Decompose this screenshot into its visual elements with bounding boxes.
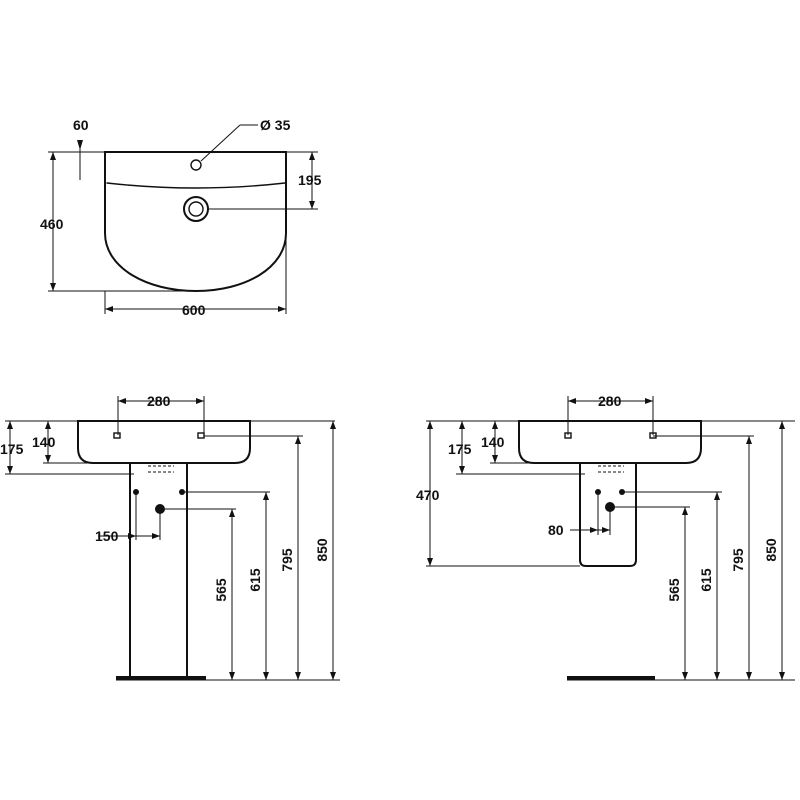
- dim-140: 140: [481, 434, 505, 450]
- dim-850: 850: [763, 538, 779, 562]
- dim-280: 280: [598, 393, 622, 409]
- dim-795: 795: [279, 548, 295, 572]
- leader-35: [200, 124, 241, 162]
- dim-565: 565: [213, 578, 229, 602]
- overflow-inner: [188, 201, 204, 217]
- basin-front: [518, 420, 702, 464]
- dim-615: 615: [247, 568, 263, 592]
- basin-rim: [106, 182, 286, 189]
- overflow-outer: [183, 196, 209, 222]
- dim-600: 600: [182, 302, 206, 318]
- basin-front: [77, 420, 251, 464]
- tap-hole: [190, 159, 202, 171]
- dim-460: 460: [40, 216, 64, 232]
- basin-outline: [104, 151, 287, 293]
- dim-175: 175: [448, 441, 472, 457]
- front-view-pedestal: 280 175 140 150 565 615: [0, 393, 340, 681]
- dim-850: 850: [314, 538, 330, 562]
- dim-150: 150: [95, 528, 119, 544]
- dim-140: 140: [32, 434, 56, 450]
- semi-pedestal: [579, 463, 637, 567]
- dim-795: 795: [730, 548, 746, 572]
- dim-280: 280: [147, 393, 171, 409]
- dim-615: 615: [698, 568, 714, 592]
- dim-60: 60: [73, 117, 89, 133]
- pedestal-base: [116, 676, 206, 680]
- tap-left: [113, 432, 121, 439]
- floor-mark: [567, 676, 655, 680]
- dim-80: 80: [548, 522, 564, 538]
- dim-175: 175: [0, 441, 24, 457]
- top-view: 60 Ø 35 195 460 600: [40, 117, 322, 318]
- front-view-semi-pedestal: 280 470 175 140 80 565: [416, 393, 795, 681]
- dim-470: 470: [416, 487, 440, 503]
- dim-565: 565: [666, 578, 682, 602]
- tap-right: [197, 432, 205, 439]
- dim-195: 195: [298, 172, 322, 188]
- pedestal: [129, 463, 188, 678]
- dim-35: Ø 35: [260, 117, 291, 133]
